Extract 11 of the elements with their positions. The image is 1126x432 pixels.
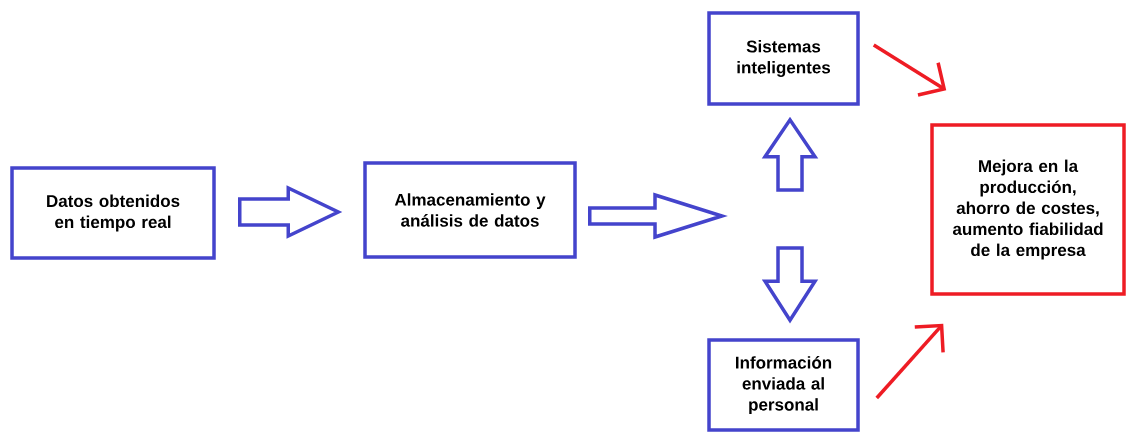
arrow: [875, 323, 945, 400]
process-box: Sistemas inteligentes: [707, 11, 860, 106]
process-box: Mejora en la producción, ahorro de costes, aumento fiabilidad de la empresa: [930, 123, 1126, 296]
block-arrow: [588, 192, 728, 240]
process-box: Información enviada al personal: [707, 338, 860, 432]
process-box: Almacenamiento y análisis de datos: [363, 161, 577, 259]
block-arrow: [761, 246, 819, 324]
process-box: Datos obtenidos en tiempo real: [10, 166, 216, 260]
arrow: [872, 43, 947, 97]
block-arrow: [761, 116, 819, 192]
block-arrow: [238, 185, 343, 239]
